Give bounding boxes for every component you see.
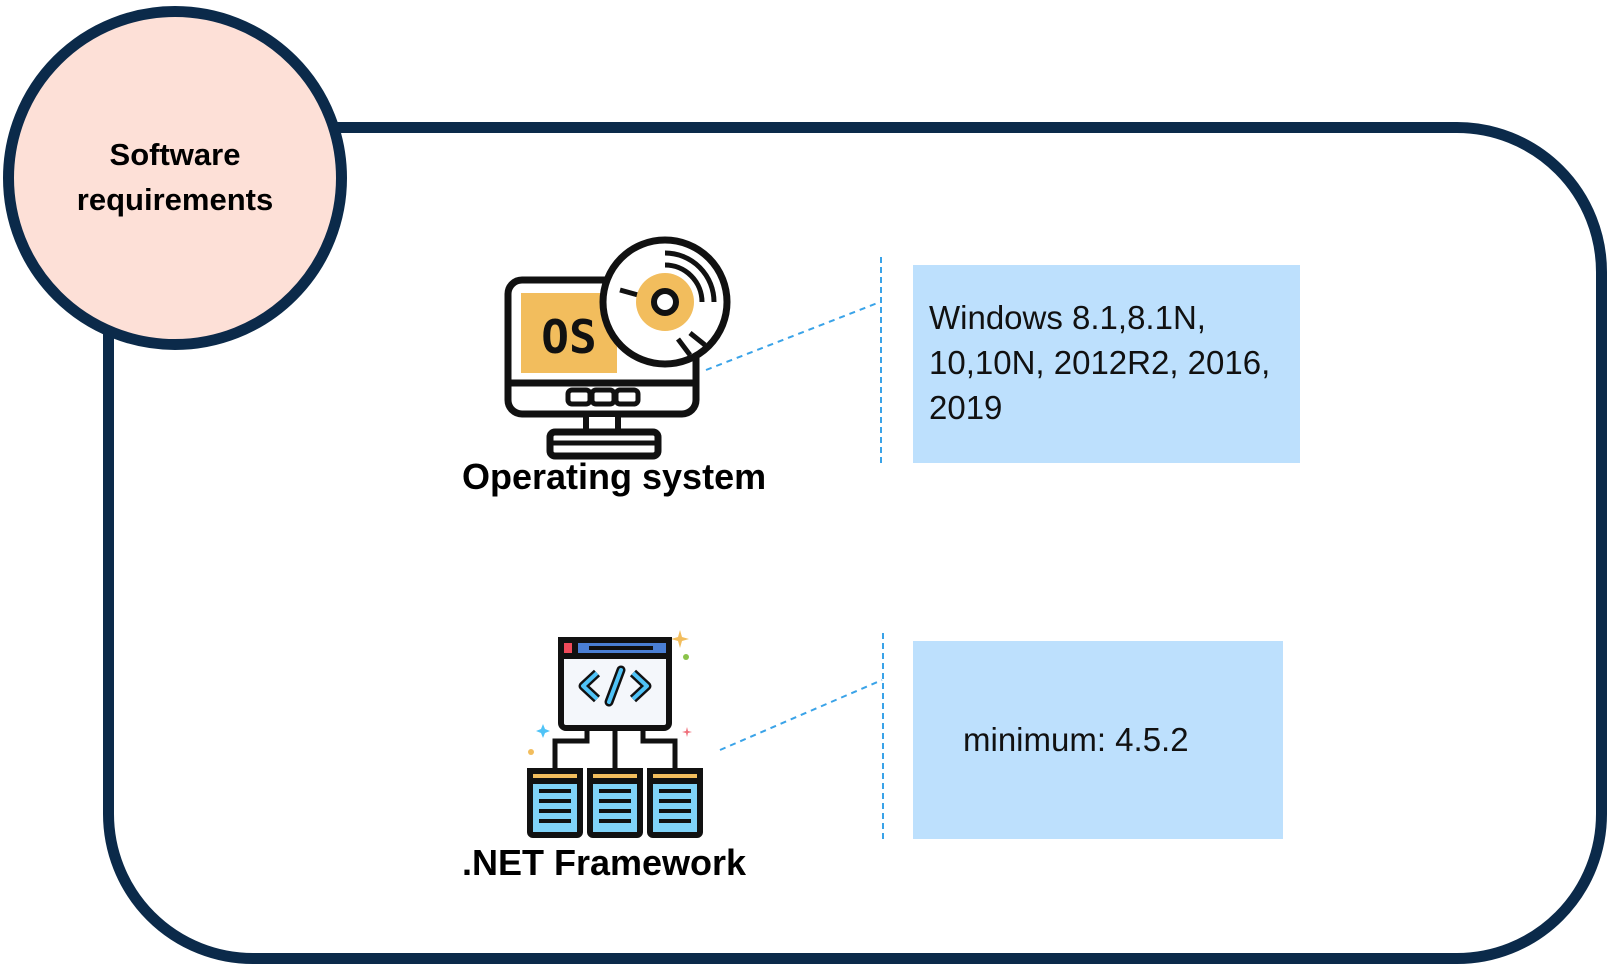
net-value: minimum: 4.5.2 (963, 721, 1189, 758)
document-middle-icon (587, 768, 643, 838)
os-label: Operating system (462, 456, 767, 497)
net-label: .NET Framework (462, 842, 747, 883)
requirements-panel (103, 122, 1607, 964)
os-value-box: Windows 8.1,8.1N, 10,10N, 2012R2, 2016, … (913, 265, 1300, 463)
code-window-hierarchy-icon (527, 630, 703, 838)
computer-os-disc-icon: OS (504, 236, 731, 460)
title-badge: Software requirements (3, 6, 347, 350)
net-value-box: minimum: 4.5.2 (913, 641, 1283, 839)
net-divider (882, 633, 884, 839)
net-connector-line (719, 679, 883, 751)
svg-text:OS: OS (541, 310, 596, 364)
document-right-icon (647, 768, 703, 838)
document-left-icon (527, 768, 583, 838)
os-divider (880, 257, 882, 463)
diagram-title: Software requirements (76, 137, 274, 217)
os-value: Windows 8.1,8.1N, 10,10N, 2012R2, 2016, … (929, 299, 1271, 426)
os-connector-line (705, 301, 881, 371)
